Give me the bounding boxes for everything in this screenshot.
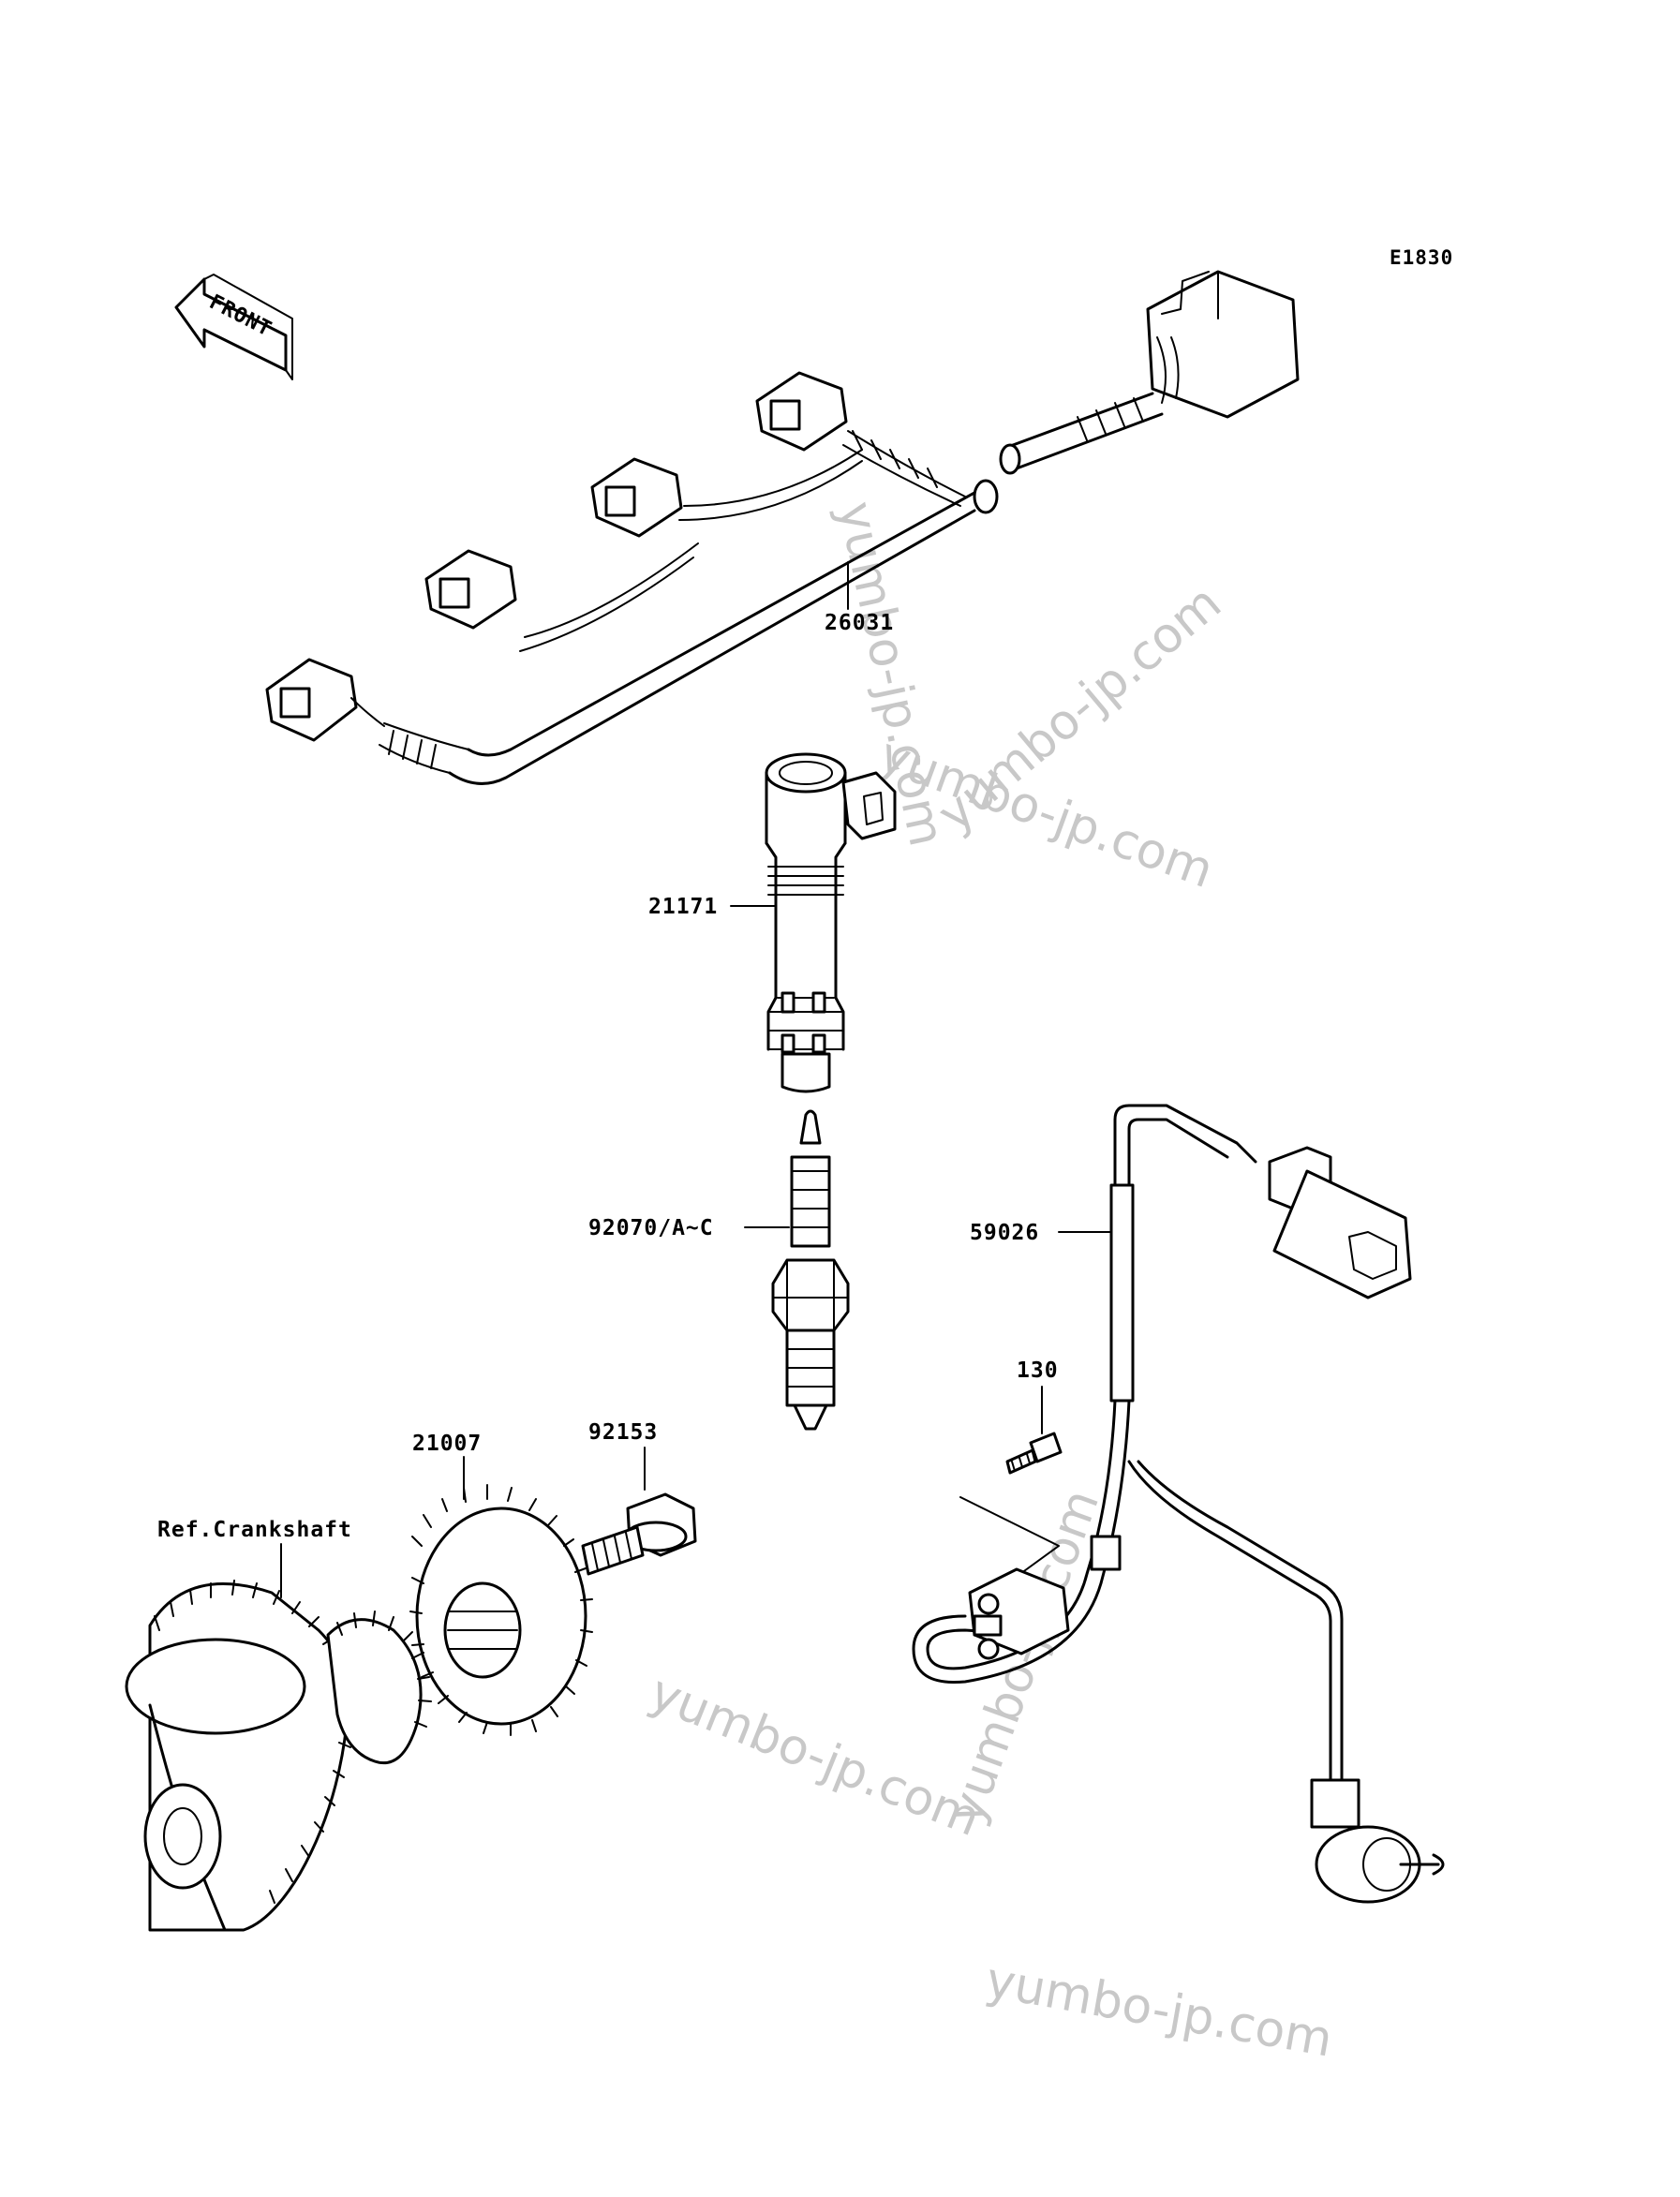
pickup-coil-lead — [912, 1104, 1445, 1904]
front-label: FRONT — [205, 290, 275, 342]
diagram-code: E1830 — [1390, 246, 1453, 269]
bolt — [581, 1492, 697, 1576]
front-arrow-icon: FRONT — [174, 274, 293, 380]
ignition-coil — [765, 752, 897, 1093]
callout-59026: 59026 — [970, 1221, 1039, 1245]
crankshaft-reference — [125, 1580, 432, 1932]
screw — [1005, 1432, 1063, 1475]
callout-92153: 92153 — [588, 1420, 658, 1445]
pickup-sensor — [968, 1567, 1070, 1660]
watermarks: yumbo-jp.com yumbo-jp.com yumbo-jp.com y… — [642, 497, 1336, 2069]
watermark: yumbo-jp.com — [642, 1664, 988, 1848]
callout-26031: 26031 — [825, 611, 894, 635]
assembly-line — [959, 1496, 1060, 1584]
callout-21171: 21171 — [648, 895, 718, 919]
watermark: yumbo-jp.com — [982, 1952, 1337, 2069]
callout-21007: 21007 — [412, 1432, 482, 1456]
wiring-harness — [265, 270, 1300, 785]
watermark: yumbo-jp.com — [938, 1482, 1110, 1831]
callout-92070: 92070/A~C — [588, 1216, 714, 1240]
callout-130: 130 — [1017, 1358, 1059, 1383]
reference-label: Ref.Crankshaft — [157, 1518, 352, 1542]
timing-rotor — [409, 1484, 593, 1736]
spark-plug — [771, 1109, 850, 1431]
